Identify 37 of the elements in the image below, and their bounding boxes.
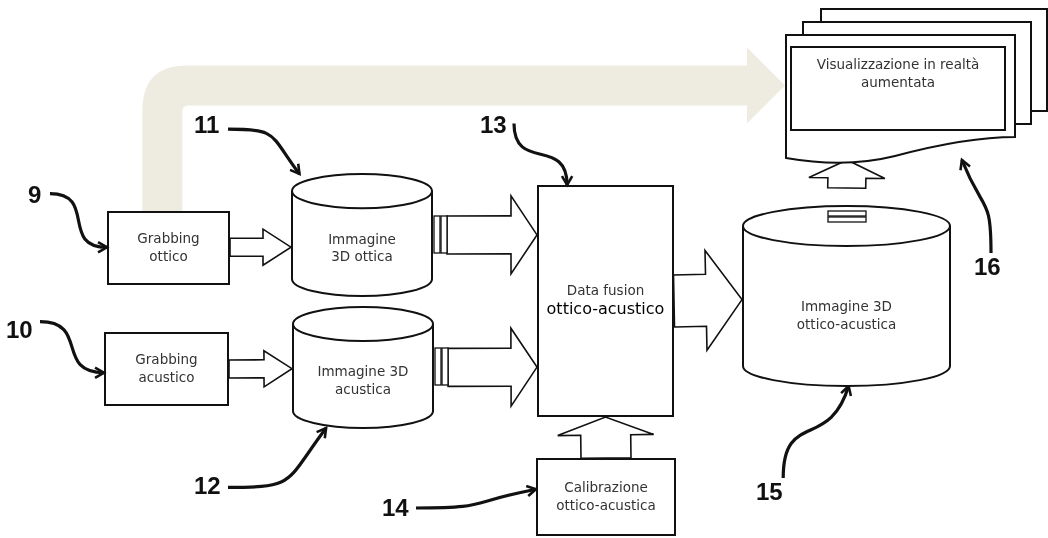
process-box [537, 185, 674, 417]
callout-number: 12 [194, 472, 221, 500]
process-box [104, 332, 229, 406]
flow-arrow [142, 47, 785, 211]
node-label: Calibrazione ottico-acustica [555, 479, 657, 515]
database-cylinder [742, 206, 951, 386]
node-label: Grabbing acustico [134, 351, 199, 387]
node-label: ottico-acustico [546, 299, 665, 321]
block-arrow [229, 227, 293, 267]
node-label: Immagine 3D acustica [316, 363, 410, 399]
leader-line [512, 123, 573, 187]
block-arrow [447, 325, 538, 409]
callout-number: 14 [382, 494, 409, 522]
callout-number: 13 [480, 111, 507, 139]
block-arrow [446, 193, 538, 277]
callout-number: 10 [6, 316, 33, 344]
block-arrow [556, 416, 655, 460]
database-cylinder [292, 307, 434, 428]
leader-line [228, 127, 301, 176]
leader-line [959, 158, 993, 254]
block-arrow [672, 247, 743, 353]
callout-number: 11 [194, 111, 220, 139]
leader-line [416, 484, 538, 510]
node-label: Data fusion [566, 281, 645, 300]
process-box [107, 211, 230, 285]
node-label: Grabbing ottico [136, 230, 201, 266]
callout-number: 15 [756, 478, 783, 506]
leader-line [39, 320, 106, 379]
node-label: Immagine 3D ottico-acustica [795, 298, 898, 334]
block-arrow [228, 349, 294, 389]
callout-number: 16 [974, 253, 1001, 281]
leader-line [49, 192, 109, 253]
leader-line [228, 426, 328, 489]
callout-number: 9 [28, 181, 42, 209]
node-label: Immagine 3D ottica [327, 230, 397, 266]
process-box [536, 458, 676, 536]
database-cylinder [291, 174, 433, 296]
